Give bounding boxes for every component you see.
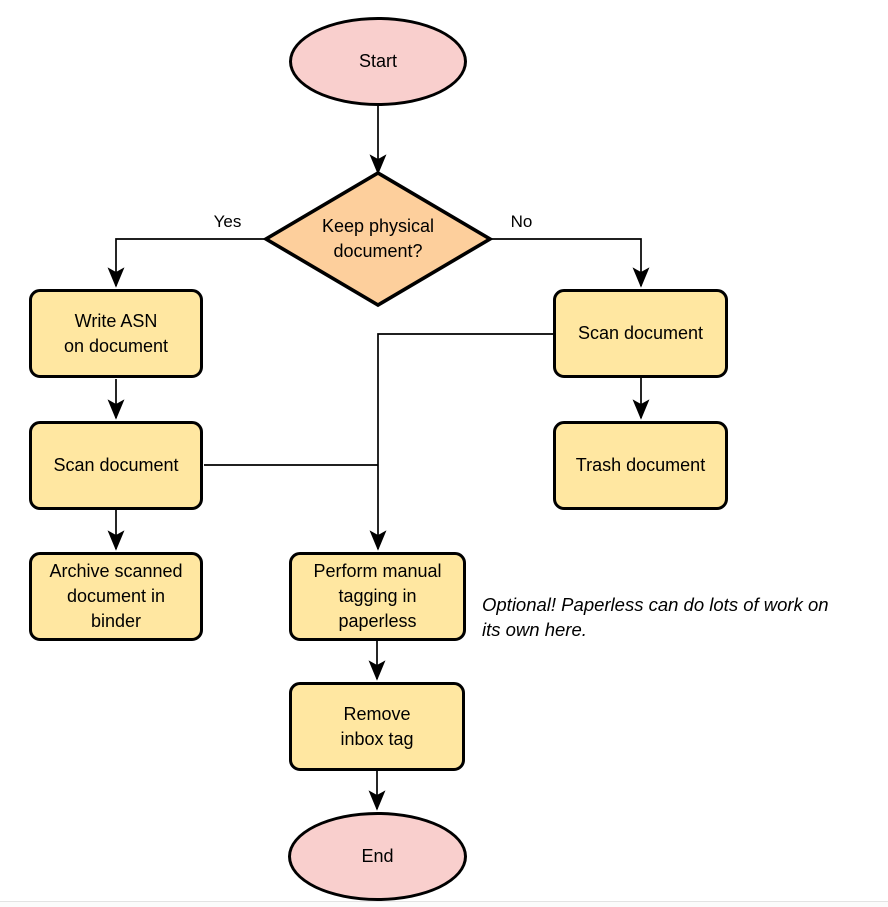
node-archive-document: Archive scanned document in binder	[29, 552, 203, 641]
annotation-optional-note: Optional! Paperless can do lots of work …	[482, 592, 829, 642]
node-label: paperless	[338, 611, 417, 631]
annotation-line: Optional! Paperless can do lots of work …	[482, 594, 829, 615]
node-decision-label: Keep physical document?	[288, 205, 468, 273]
node-label: document in	[66, 586, 166, 606]
node-label: Start	[358, 51, 397, 71]
node-label: Keep physical	[321, 216, 435, 236]
node-write-asn: Write ASN on document	[29, 289, 203, 378]
node-end: End	[288, 812, 467, 901]
node-label: End	[361, 846, 394, 866]
canvas-bottom-edge	[0, 901, 888, 907]
annotation-line: its own here.	[482, 619, 587, 640]
node-remove-inbox-tag: Remove inbox tag	[289, 682, 465, 771]
node-label: Write ASN	[74, 310, 158, 331]
node-scan-document-right: Scan document	[553, 289, 728, 378]
node-scan-document-left: Scan document	[29, 421, 203, 510]
node-label: Scan document	[577, 323, 704, 343]
decision-diamond-shape	[262, 170, 494, 308]
node-manual-tagging: Perform manual tagging in paperless	[289, 552, 466, 641]
node-label: Scan document	[53, 455, 179, 475]
node-label: binder	[90, 611, 142, 631]
node-label: inbox tag	[340, 728, 414, 749]
node-label: tagging in	[338, 586, 417, 606]
node-label: Perform manual	[313, 561, 442, 581]
edge-decision-write-asn	[107, 238, 266, 288]
edge-label-yes: Yes	[205, 213, 250, 230]
node-label: Remove	[343, 703, 411, 724]
node-trash-document: Trash document	[553, 421, 728, 510]
edge-decision-scan-right	[489, 238, 650, 288]
node-label: Archive scanned	[49, 561, 183, 581]
node-label: Trash document	[575, 455, 706, 475]
edge-label-no: No	[499, 213, 544, 230]
node-label: on document	[63, 335, 169, 356]
edge-scan-right-tagging	[369, 333, 553, 551]
node-label: document?	[333, 241, 423, 261]
node-start: Start	[289, 17, 467, 106]
